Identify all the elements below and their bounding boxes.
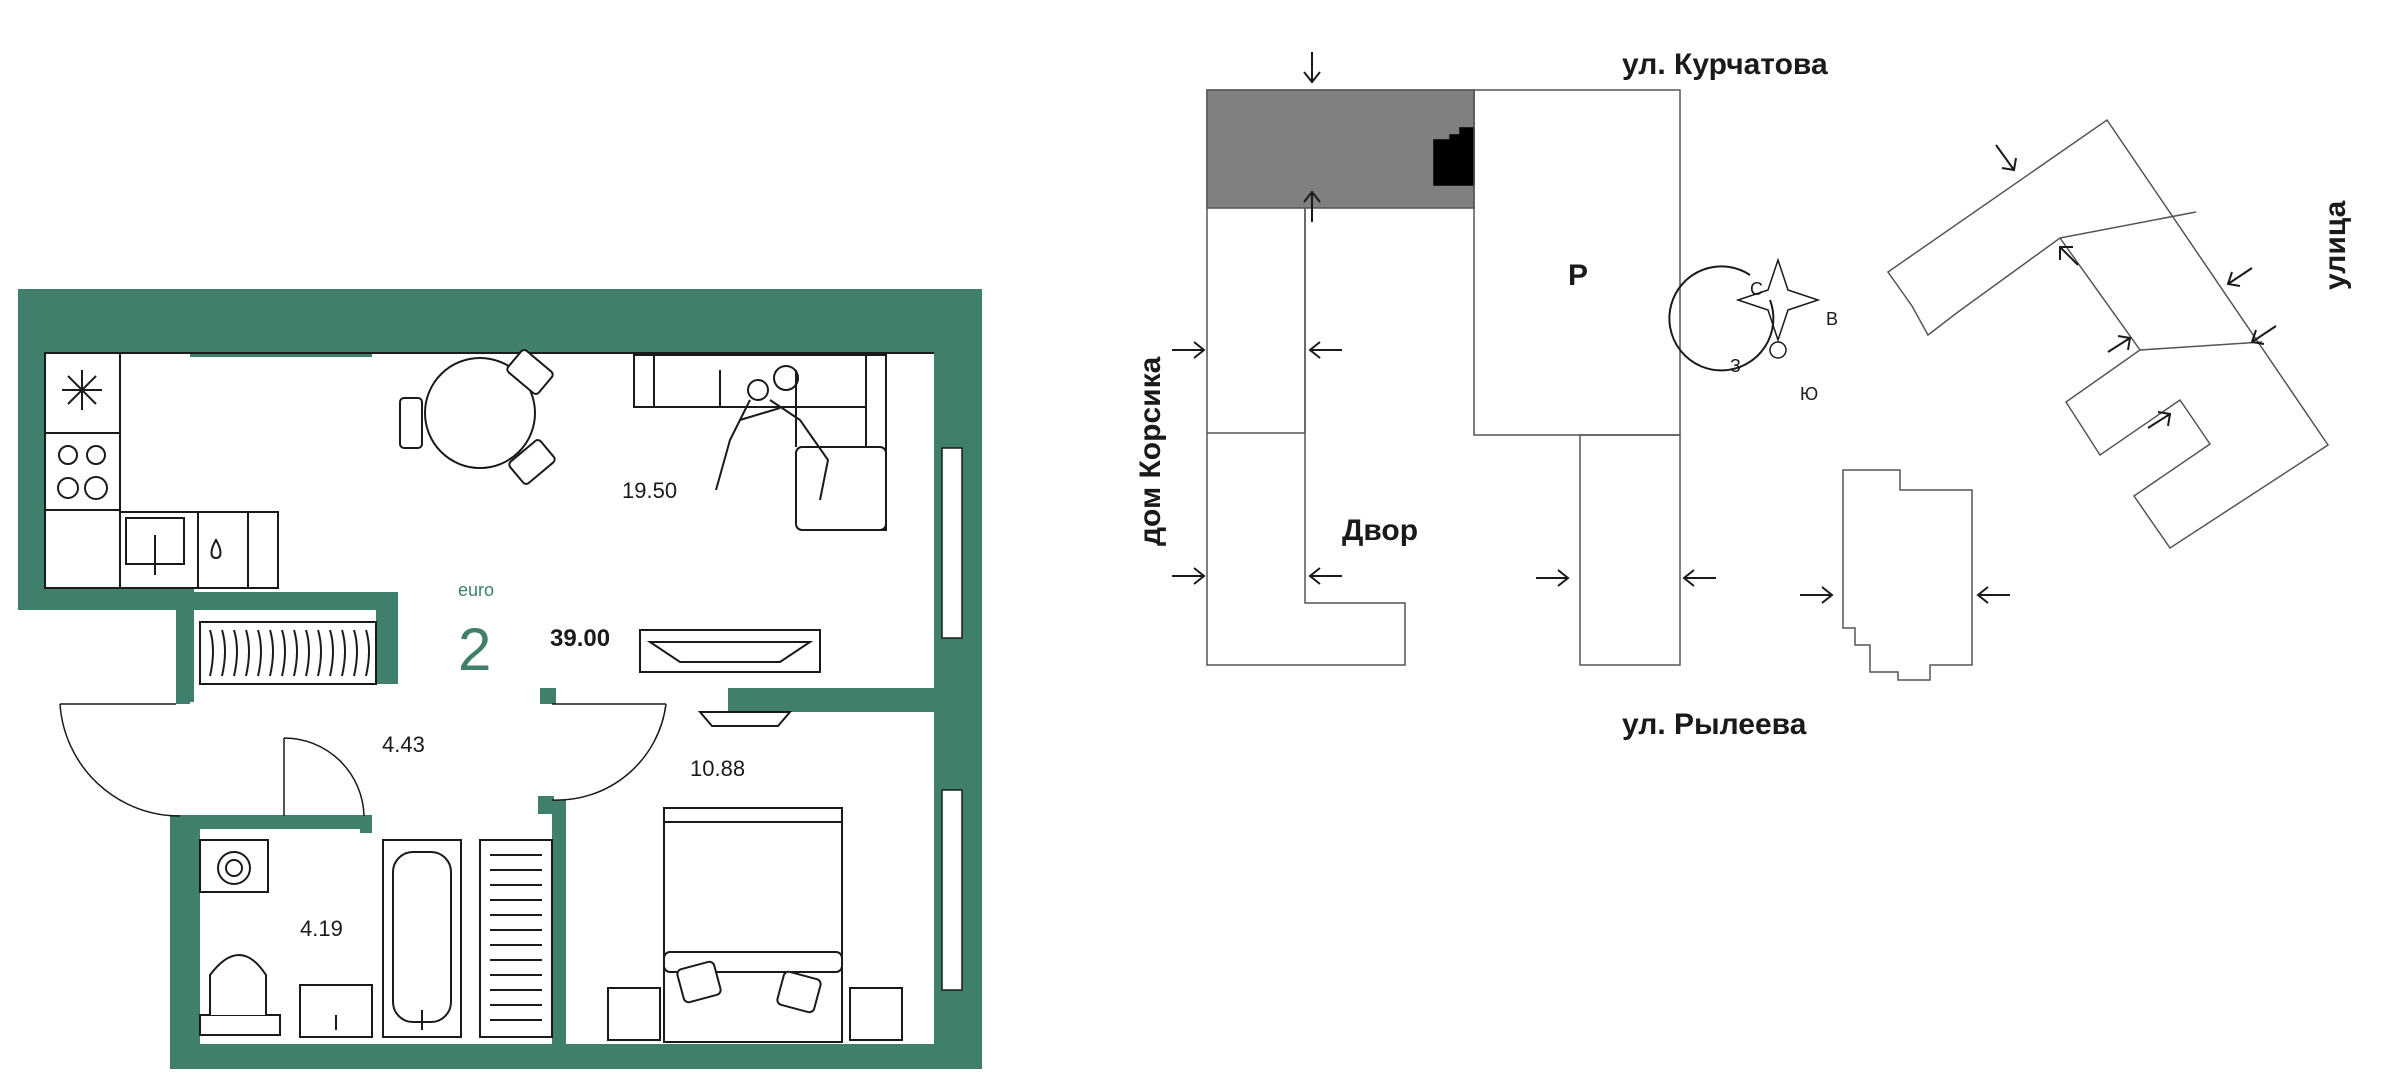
building-small bbox=[1842, 469, 1973, 681]
tv-stand-living bbox=[639, 629, 821, 673]
building-middle bbox=[1579, 434, 1681, 666]
street-top: ул. Курчатова bbox=[1622, 48, 1828, 81]
area-bathroom: 4.19 bbox=[300, 916, 343, 941]
nightstands bbox=[607, 987, 903, 1041]
street-bottom: ул. Рылеева bbox=[1622, 708, 1807, 741]
area-hallway: 4.43 bbox=[382, 732, 425, 757]
building-right bbox=[1886, 118, 2330, 550]
highlighted-section bbox=[1206, 89, 1475, 209]
house-left: дом Корсика bbox=[1134, 356, 1167, 546]
type-label: euro bbox=[458, 580, 494, 600]
yard-label: Двор bbox=[1342, 514, 1418, 547]
total-area: 39.00 bbox=[550, 625, 610, 652]
stove-icon bbox=[57, 445, 108, 500]
sink-icon bbox=[125, 517, 222, 575]
dining-table bbox=[399, 349, 556, 485]
compass-n: С bbox=[1750, 279, 1763, 299]
tv-stand-bedroom bbox=[697, 711, 793, 727]
person-reading-icon bbox=[715, 365, 830, 501]
washing-machine bbox=[199, 839, 269, 893]
compass-e: В bbox=[1826, 309, 1838, 329]
toilet bbox=[199, 954, 281, 1036]
compass-w: З bbox=[1730, 356, 1741, 376]
entrance-arrows bbox=[1172, 52, 2277, 604]
sofa bbox=[633, 354, 887, 531]
towel-radiator bbox=[479, 839, 553, 1038]
parking-area bbox=[1473, 89, 1681, 436]
floor-plan: euro 2 39.00 19.50 10.88 4.43 4.19 bbox=[18, 289, 982, 1069]
rooms-count: 2 bbox=[458, 616, 491, 683]
doors bbox=[59, 703, 667, 817]
bathtub bbox=[382, 839, 462, 1038]
parking-label: Р bbox=[1568, 259, 1588, 292]
compass-icon: С В Ю З bbox=[1668, 257, 1838, 404]
site-map: С В Ю З ул. Курчатова ул. Рылеева bbox=[1134, 48, 2352, 741]
wardrobe-hall bbox=[199, 621, 377, 685]
area-living: 19.50 bbox=[622, 478, 677, 503]
area-bedroom: 10.88 bbox=[690, 756, 745, 781]
compass-s: Ю bbox=[1800, 384, 1818, 404]
bed bbox=[663, 807, 843, 1043]
fridge-icon bbox=[62, 370, 102, 410]
street-right: улица bbox=[2319, 200, 2352, 290]
washbasin bbox=[299, 984, 373, 1038]
windows bbox=[941, 447, 963, 991]
